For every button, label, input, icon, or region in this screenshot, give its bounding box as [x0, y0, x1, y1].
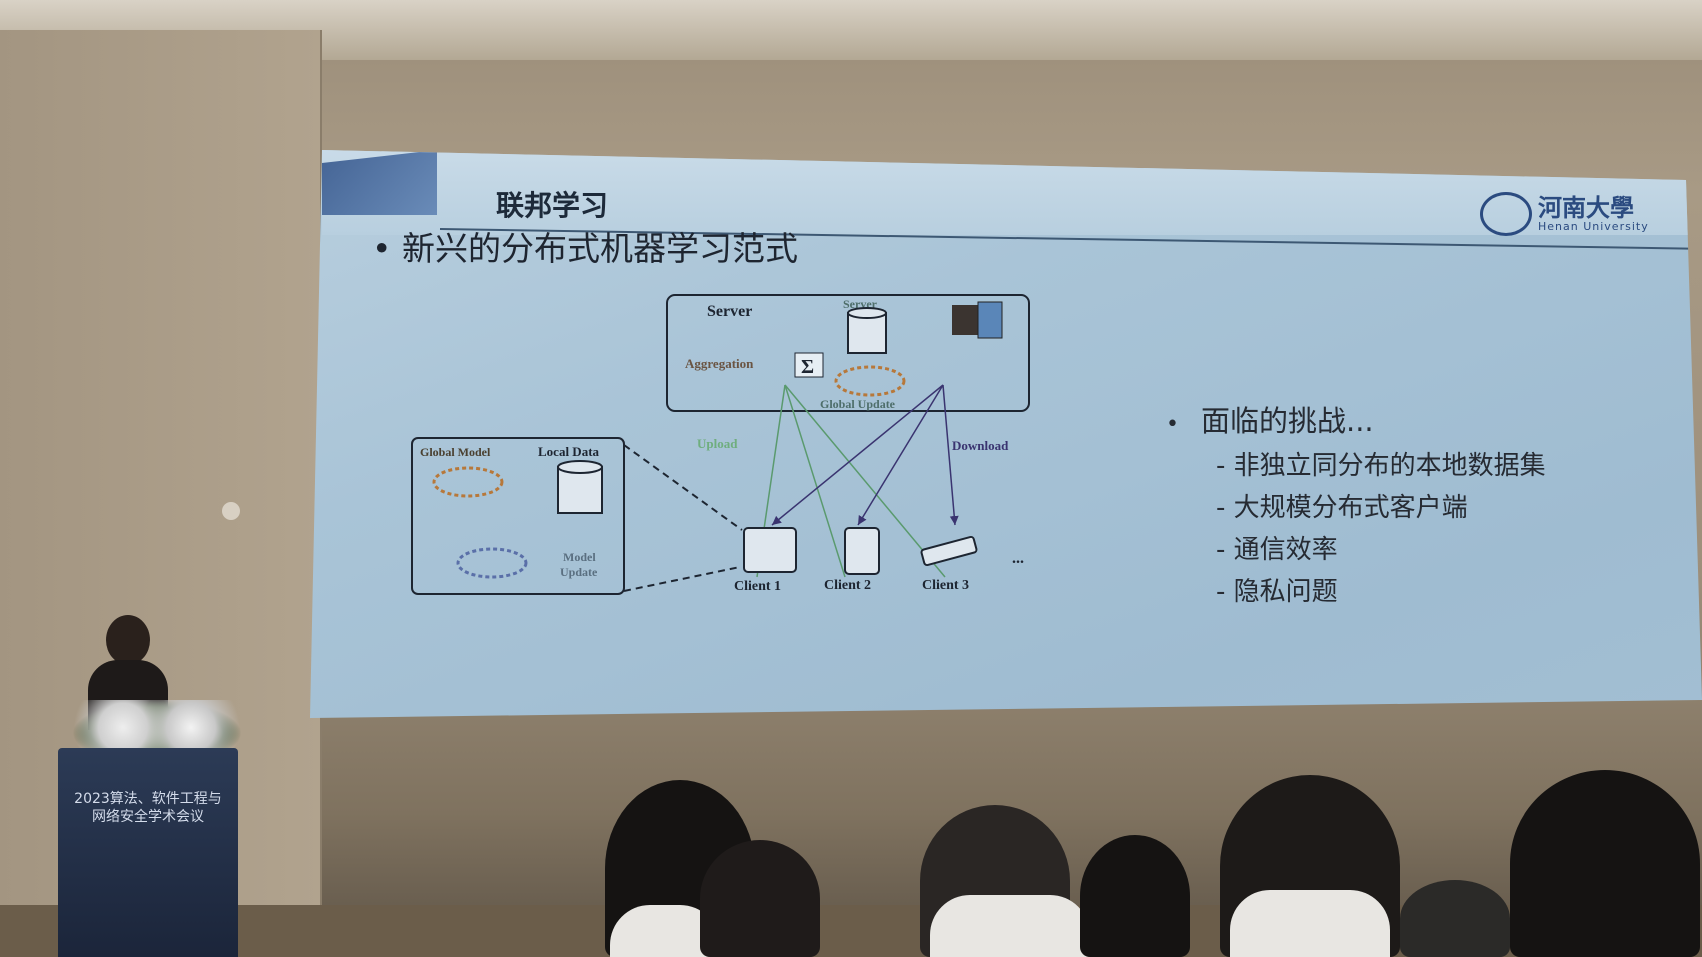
local-data-label: Local Data	[538, 444, 600, 459]
local-data-icon	[557, 460, 603, 514]
tablet-icon	[743, 527, 797, 573]
client-1-label: Client 1	[734, 579, 781, 594]
chair	[930, 895, 1090, 957]
global-model-label: Global Model	[420, 445, 491, 459]
challenge-item: - 非独立同分布的本地数据集	[1216, 451, 1546, 481]
server-rack-icon	[952, 301, 1003, 339]
chair	[1230, 890, 1390, 957]
podium-title-1: 2023算法、软件工程与	[74, 791, 222, 807]
audience-member	[1080, 835, 1190, 957]
podium-title-2: 网络安全学术会议	[92, 809, 204, 825]
audience-member	[1510, 770, 1700, 957]
server-box	[666, 294, 1030, 412]
challenges-heading: 面临的挑战...	[1166, 398, 1546, 440]
sigma-icon: Σ	[801, 356, 814, 378]
challenge-item: - 隐私问题	[1216, 577, 1338, 607]
model-update-label-1: Model	[563, 550, 596, 564]
phone-icon	[844, 527, 880, 575]
podium: 2023算法、软件工程与 网络安全学术会议	[58, 748, 238, 957]
download-arrows	[771, 384, 959, 526]
challenge-item: - 大规模分布式客户端	[1216, 493, 1468, 523]
university-logo: 河南大學 Henan University	[1480, 192, 1649, 236]
bullet-text: 新兴的分布式机器学习范式	[401, 229, 798, 268]
database-icon	[847, 307, 887, 354]
audience-member	[1400, 880, 1510, 957]
model-update-label-2: Update	[560, 565, 598, 579]
federated-learning-diagram: Server Server Aggregation Σ Global Updat…	[411, 294, 1030, 595]
seal-icon	[1480, 192, 1532, 236]
zoom-line	[623, 566, 741, 592]
client-3-label: Client 3	[922, 578, 969, 593]
slide-title: 联邦学习	[496, 189, 609, 222]
neural-network-icon	[834, 365, 906, 397]
slide-bullet: • 新兴的分布式机器学习范式	[372, 229, 798, 268]
logo-en: Henan University	[1538, 219, 1649, 233]
sum-box	[794, 352, 824, 378]
aggregation-label: Aggregation	[685, 356, 754, 371]
flower-arrangement	[72, 700, 242, 755]
challenges-list: 面临的挑战... - 非独立同分布的本地数据集 - 大规模分布式客户端 - 通信…	[1166, 398, 1546, 608]
server-box-title: Server	[707, 303, 752, 320]
camera-icon	[920, 535, 978, 567]
more-clients-ellipsis: ...	[1012, 550, 1024, 567]
wall-outlet	[222, 502, 240, 520]
download-label: Download	[952, 438, 1009, 453]
client-2-label: Client 2	[824, 578, 871, 593]
local-model-icon	[456, 547, 528, 579]
zoom-line	[623, 444, 743, 531]
global-update-label: Global Update	[820, 397, 896, 411]
global-model-icon	[432, 466, 504, 498]
audience-member	[700, 840, 820, 957]
client-detail-box	[411, 437, 625, 595]
upload-label: Upload	[697, 436, 738, 451]
logo-cn: 河南大學	[1538, 192, 1634, 222]
challenge-item: - 通信效率	[1216, 535, 1338, 565]
